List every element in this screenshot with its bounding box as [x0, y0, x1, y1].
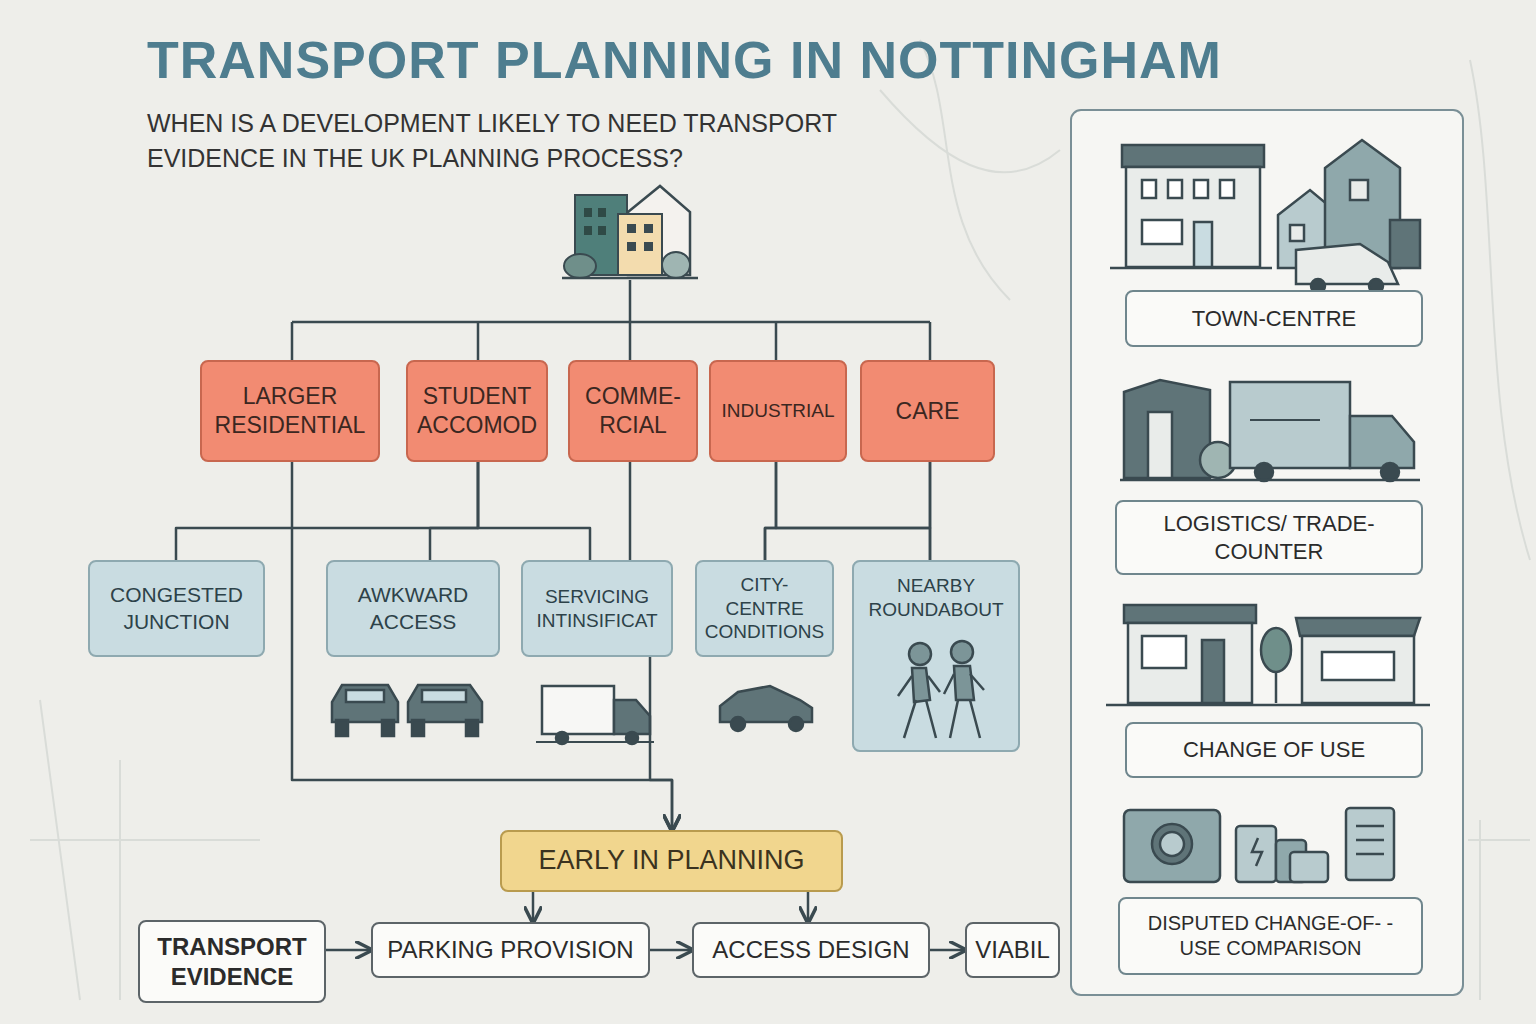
connector	[326, 949, 371, 952]
box-label: CONGESTED JUNCTION	[98, 582, 255, 635]
connector	[930, 949, 965, 952]
condition-box: AWKWARD ACCESS	[326, 560, 500, 657]
connector	[929, 462, 932, 560]
box-label: DISPUTED CHANGE-OF- -USE COMPARISON	[1128, 911, 1413, 961]
tree-lines	[292, 280, 930, 360]
category-box: CARE	[860, 360, 995, 462]
box-label: LARGER RESIDENTIAL	[210, 382, 370, 440]
car-icons	[332, 685, 482, 736]
connector	[176, 462, 478, 560]
box-fill	[852, 560, 1020, 752]
connector	[478, 462, 590, 560]
comparison-icons	[1124, 808, 1394, 882]
connector	[650, 657, 672, 830]
category-box: INDUSTRIAL	[709, 360, 847, 462]
connector	[292, 462, 672, 830]
box-label: ACCESS DESIGN	[712, 935, 909, 965]
box-label: LOGISTICS/ TRADE-COUNTER	[1125, 510, 1413, 565]
scenario-box: DISPUTED CHANGE-OF- -USE COMPARISON	[1118, 897, 1423, 975]
box-label: CITY-CENTRE CONDITIONS	[705, 573, 824, 644]
category-box: COMME- RCIAL	[568, 360, 698, 462]
connector	[807, 892, 810, 922]
connector	[629, 462, 632, 560]
side-panel	[1071, 110, 1463, 995]
scenario-box: LOGISTICS/ TRADE-COUNTER	[1115, 500, 1423, 575]
box-label: TOWN-CENTRE	[1192, 305, 1357, 333]
box-label: VIABIL	[975, 935, 1050, 965]
box-label: NEARBY ROUNDABOUT	[862, 574, 1010, 622]
logistics-icon	[1120, 380, 1420, 481]
process-box: ACCESS DESIGN	[692, 922, 930, 978]
box-label: CHANGE OF USE	[1183, 736, 1365, 764]
condition-box: CONGESTED JUNCTION	[88, 560, 265, 657]
scenario-box: TOWN-CENTRE	[1125, 290, 1423, 347]
stage-box: EARLY IN PLANNING	[500, 830, 843, 892]
box-label: COMME- RCIAL	[578, 382, 688, 440]
subtitle: WHEN IS A DEVELOPMENT LIKELY TO NEED TRA…	[147, 106, 907, 176]
process-box: PARKING PROVISION	[371, 922, 650, 978]
pedestrian-icon	[898, 641, 984, 738]
scenario-box: CHANGE OF USE	[1125, 722, 1423, 778]
condition-box: NEARBY ROUNDABOUT	[852, 560, 1020, 752]
category-box: LARGER RESIDENTIAL	[200, 360, 380, 462]
box-label: PARKING PROVISION	[387, 935, 633, 965]
car-icon	[720, 686, 812, 731]
box-label: AWKWARD ACCESS	[336, 582, 490, 635]
connector	[532, 892, 535, 922]
condition-box: CITY-CENTRE CONDITIONS	[695, 560, 834, 657]
change-of-use-icon	[1106, 605, 1430, 705]
box-label: EARLY IN PLANNING	[538, 844, 804, 878]
condition-box: SERVICING INTINSIFICAT	[521, 560, 673, 657]
box-label: TRANSPORT EVIDENCE	[148, 932, 316, 992]
process-box: TRANSPORT EVIDENCE	[138, 920, 326, 1003]
box-label: STUDENT ACCOMOD	[416, 382, 538, 440]
connector	[765, 462, 930, 560]
box-label: INDUSTRIAL	[722, 399, 835, 423]
town-centre-icon	[1110, 140, 1420, 293]
connector	[650, 949, 692, 952]
box-label: CARE	[896, 397, 960, 426]
process-box: VIABIL	[965, 922, 1060, 978]
title: TRANSPORT PLANNING IN NOTTINGHAM	[147, 30, 1222, 90]
connector	[430, 462, 478, 560]
connector	[765, 462, 776, 560]
faint-map	[30, 40, 1530, 1000]
truck-icon	[536, 686, 654, 744]
connector	[776, 462, 930, 560]
category-box: STUDENT ACCOMOD	[406, 360, 548, 462]
box-label: SERVICING INTINSIFICAT	[531, 585, 663, 633]
development-icon	[562, 186, 698, 278]
